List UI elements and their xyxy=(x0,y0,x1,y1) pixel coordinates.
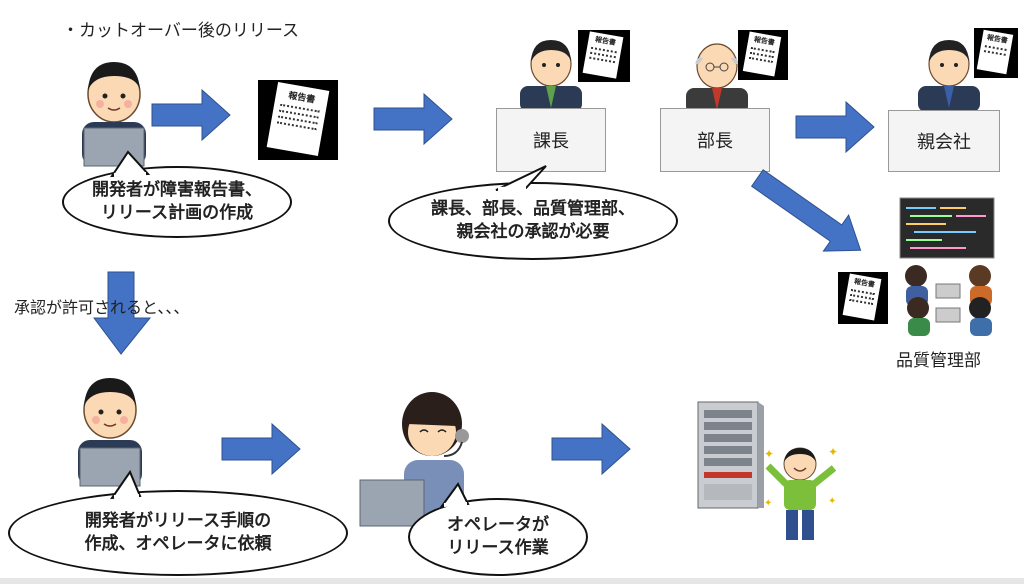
section-chief-illustration xyxy=(520,40,582,112)
speech-bubble-developer-report: 開発者が障害報告書、 リリース計画の作成 xyxy=(62,166,292,238)
svg-text:✦: ✦ xyxy=(764,498,772,509)
approval-note: 承認が許可されると、、、 xyxy=(14,298,190,317)
report-document-icon: 報告書 xyxy=(838,272,888,324)
speech-bubble-developer-procedure: 開発者がリリース手順の 作成、オペレータに依頼 xyxy=(8,490,348,576)
developer-illustration xyxy=(82,62,146,167)
bubble-tail xyxy=(110,150,151,178)
section-chief-desk: 課長 xyxy=(496,108,606,172)
bubble-line: 作成、オペレータに依頼 xyxy=(84,534,272,554)
flow-arrow-diagonal xyxy=(750,169,862,252)
report-document-icon: 報告書 xyxy=(578,30,630,82)
happy-person-illustration: ✦ ✦ ✦ ✦ xyxy=(764,445,838,540)
report-document-icon: 報告書 xyxy=(258,80,338,160)
bubble-line: 親会社の承認が必要 xyxy=(456,222,610,242)
quality-dept-illustration xyxy=(899,197,995,336)
bubble-line: 課長、部長、品質管理部、 xyxy=(431,199,635,220)
svg-text:✦: ✦ xyxy=(764,447,774,461)
flow-arrow-down xyxy=(93,271,152,355)
speech-bubble-operator-release: オペレータが リリース作業 xyxy=(408,498,588,576)
parent-company-label: 親会社 xyxy=(917,132,971,153)
bottom-divider xyxy=(0,578,1024,584)
report-document-icon: 報告書 xyxy=(974,28,1018,78)
parent-company-illustration xyxy=(918,40,980,112)
section-chief-label: 課長 xyxy=(533,131,569,152)
bubble-line: オペレータが xyxy=(447,515,549,536)
flow-arrow xyxy=(373,92,453,146)
svg-text:✦: ✦ xyxy=(828,445,838,459)
bubble-line: リリース作業 xyxy=(447,538,549,558)
flow-arrow xyxy=(151,88,231,142)
flow-arrow xyxy=(795,100,875,154)
department-head-illustration xyxy=(686,43,748,114)
speech-bubble-approvals: 課長、部長、品質管理部、 親会社の承認が必要 xyxy=(388,182,678,260)
department-head-desk: 部長 xyxy=(660,108,770,172)
bubble-tail xyxy=(439,482,470,508)
bubble-tail xyxy=(109,469,142,500)
svg-text:✦: ✦ xyxy=(828,496,836,507)
flow-arrow xyxy=(221,422,301,476)
department-head-label: 部長 xyxy=(697,131,733,152)
flow-arrow xyxy=(551,422,631,476)
page-title: ・カットオーバー後のリリース xyxy=(62,21,299,41)
bubble-line: 開発者が障害報告書、 xyxy=(92,180,262,201)
bubble-line: 開発者がリリース手順の xyxy=(84,511,272,532)
report-document-icon: 報告書 xyxy=(738,30,788,80)
bubble-line: リリース計画の作成 xyxy=(100,203,254,223)
developer-illustration xyxy=(78,378,142,487)
quality-dept-label: 品質管理部 xyxy=(896,351,981,371)
parent-company-desk: 親会社 xyxy=(888,110,1000,172)
server-icon xyxy=(697,401,764,509)
bubble-tail xyxy=(495,165,547,191)
